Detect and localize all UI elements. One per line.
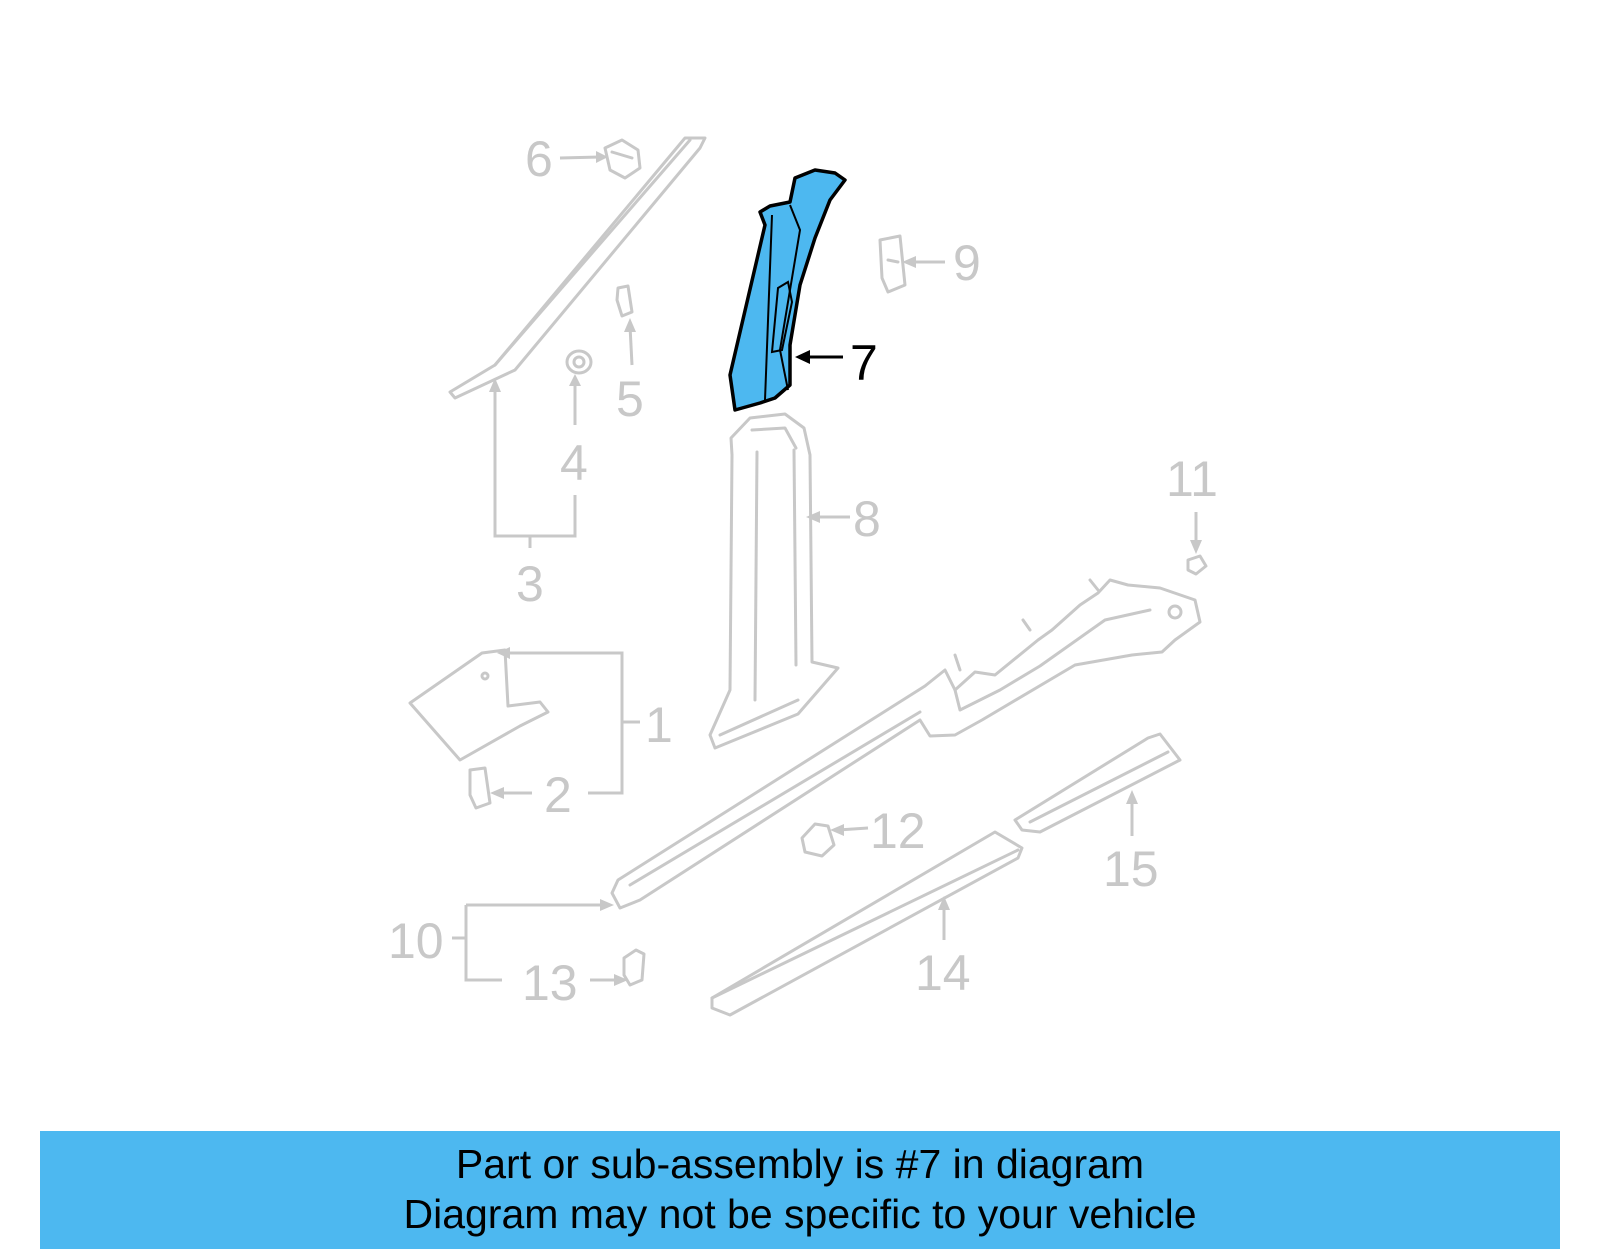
part-8-lower-b-pillar-trim xyxy=(708,412,840,750)
callout-12: 12 xyxy=(870,803,926,859)
callout-11: 11 xyxy=(1166,451,1218,507)
part-11-clip xyxy=(1186,554,1208,576)
part-15-scuff-plate xyxy=(1013,732,1182,834)
callout-7: 7 xyxy=(850,335,878,391)
part-5-clip xyxy=(615,284,634,318)
part-12-clip xyxy=(800,822,836,858)
part-4-grommet xyxy=(565,349,593,375)
part-2-clip xyxy=(468,766,492,810)
callout-labels: 6 9 7 5 4 11 8 3 1 2 12 15 10 13 14 xyxy=(388,131,1218,1011)
part-9-clip xyxy=(878,234,907,294)
banner-line-part: Part or sub-assembly is #7 in diagram xyxy=(455,1141,1145,1187)
info-banner: Part or sub-assembly is #7 in diagram Di… xyxy=(40,1131,1560,1249)
callout-3: 3 xyxy=(516,556,544,612)
leader-lines xyxy=(452,151,1202,986)
part-7-upper-b-pillar-trim-highlighted[interactable] xyxy=(728,168,847,412)
callout-15: 15 xyxy=(1103,841,1159,897)
part-10-sill-trim xyxy=(610,578,1202,910)
callout-14: 14 xyxy=(915,945,971,1001)
part-3-a-pillar-trim xyxy=(448,136,707,400)
callout-6: 6 xyxy=(525,131,553,187)
callout-9: 9 xyxy=(953,235,981,291)
callout-10: 10 xyxy=(388,913,444,969)
part-1-kick-panel xyxy=(408,648,550,762)
callout-2: 2 xyxy=(544,767,572,823)
part-14-sill-plate xyxy=(710,830,1024,1017)
banner-line-disclaimer: Diagram may not be specific to your vehi… xyxy=(403,1191,1197,1237)
part-6-clip xyxy=(603,138,642,180)
callout-1: 1 xyxy=(645,697,673,753)
callout-5: 5 xyxy=(616,371,644,427)
callout-8: 8 xyxy=(853,491,881,547)
callout-4: 4 xyxy=(560,435,588,491)
part-13-clip xyxy=(622,948,646,987)
callout-13: 13 xyxy=(522,955,578,1011)
